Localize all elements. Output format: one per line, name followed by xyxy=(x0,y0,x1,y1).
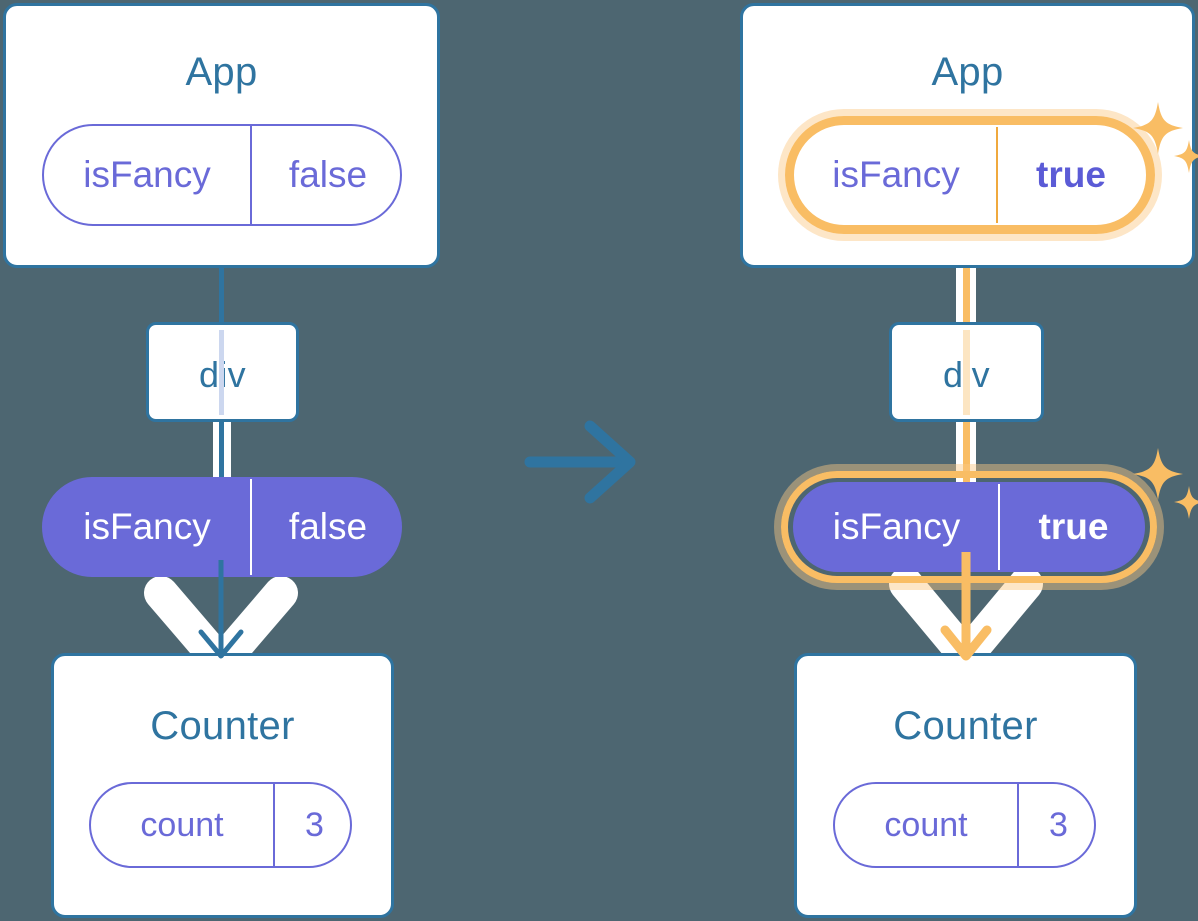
connector-app-to-div-right xyxy=(963,213,970,328)
app-state-value-right: true xyxy=(996,127,1144,223)
prop-key-right: isFancy xyxy=(832,506,961,547)
app-state-key-right: isFancy xyxy=(832,154,960,195)
prop-key-left: isFancy xyxy=(83,506,211,547)
app-state-pill-left: isFancy false xyxy=(42,124,402,226)
app-state-value-left: false xyxy=(250,126,404,224)
counter-state-pill-right: count 3 xyxy=(833,782,1096,868)
sparkle-icon-prop-right xyxy=(1133,448,1198,519)
counter-title-left: Counter xyxy=(150,704,295,748)
arrow-down-to-counter-right xyxy=(940,552,992,661)
connector-inside-div-left xyxy=(219,330,224,415)
counter-state-key-left: count xyxy=(140,805,224,844)
app-state-pill-right: isFancy true xyxy=(796,127,1144,223)
counter-box-right: Counter xyxy=(794,653,1137,918)
sparkle-icon-app-right xyxy=(1133,102,1198,173)
prop-value-left: false xyxy=(250,479,404,575)
counter-state-value-right: 3 xyxy=(1017,784,1098,866)
connector-div-to-prop-left xyxy=(219,420,224,490)
counter-state-value-left: 3 xyxy=(273,784,354,866)
prop-value-right: true xyxy=(998,484,1147,570)
counter-state-pill-left: count 3 xyxy=(89,782,352,868)
transition-arrow-icon xyxy=(524,420,636,504)
app-title-right: App xyxy=(931,50,1004,94)
arrow-down-to-counter-left xyxy=(198,560,244,659)
highlight-ring-app-state-right xyxy=(785,116,1155,234)
connector-div-to-prop-right xyxy=(963,420,970,490)
app-state-key-left: isFancy xyxy=(83,154,211,195)
app-title-left: App xyxy=(185,50,258,94)
counter-title-right: Counter xyxy=(893,704,1038,748)
connector-inside-div-right xyxy=(963,330,970,415)
counter-state-key-right: count xyxy=(884,805,968,844)
connector-app-to-div-left xyxy=(219,213,224,328)
